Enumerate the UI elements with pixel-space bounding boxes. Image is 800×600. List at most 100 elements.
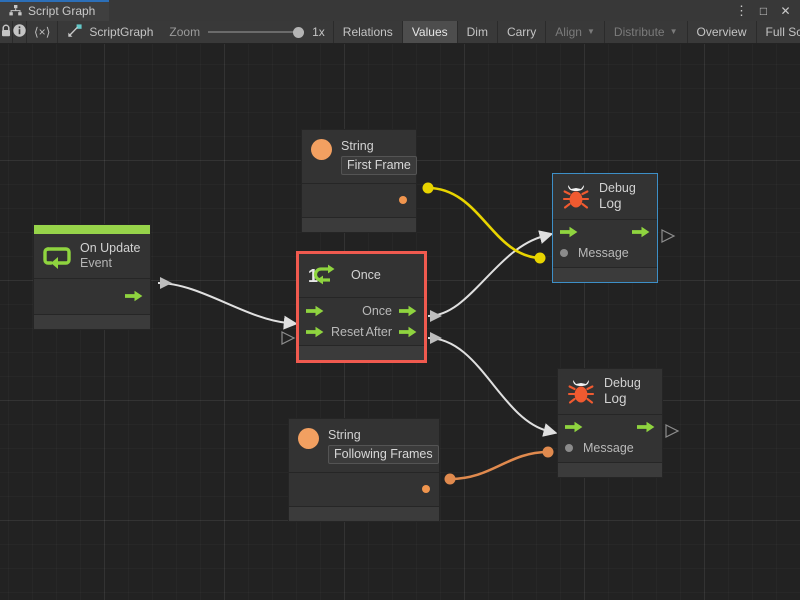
- breadcrumb-button[interactable]: ⟨×⟩: [27, 21, 59, 43]
- node-debug-log-2[interactable]: Debug Log: [557, 368, 663, 478]
- edge-string-following-to-message-2[interactable]: [444, 446, 554, 485]
- string-value-input[interactable]: Following Frames: [328, 444, 439, 464]
- port-arrow-on-update-out: [160, 277, 172, 289]
- node-header: String First Frame: [302, 130, 417, 184]
- node-titles: Once: [351, 268, 381, 283]
- carry-label: Carry: [506, 25, 537, 39]
- values-button[interactable]: Values: [402, 21, 458, 43]
- node-once[interactable]: 1 Once: [296, 251, 427, 363]
- relations-button[interactable]: Relations: [334, 21, 403, 43]
- zoom-label: Zoom: [169, 25, 201, 39]
- distribute-dropdown[interactable]: Distribute ▼: [605, 21, 688, 43]
- close-icon[interactable]: ✕: [780, 3, 791, 18]
- flow-out-port-after[interactable]: After: [366, 325, 417, 339]
- graph-icon: [9, 4, 22, 17]
- node-header: On Update Event: [34, 234, 150, 279]
- port-arrow-debug-1-out: [661, 229, 676, 243]
- distribute-label: Distribute: [613, 25, 665, 39]
- full-screen-button[interactable]: Full Screen: [757, 21, 800, 43]
- flow-out-port[interactable]: [125, 290, 143, 302]
- node-body: Message: [553, 220, 657, 268]
- window-controls: ⋮ □ ✕: [735, 0, 800, 21]
- node-titles: On Update Event: [80, 241, 140, 271]
- flow-out-port-once[interactable]: Once: [362, 304, 417, 318]
- zoom-value: 1x: [312, 25, 325, 39]
- graph-canvas[interactable]: On Update Event: [0, 44, 800, 600]
- port-arrow-after-out: [430, 332, 442, 344]
- port-row-reset-after[interactable]: Reset After: [299, 321, 424, 342]
- edge-once-to-debug-log-1[interactable]: [427, 230, 554, 317]
- message-in-port[interactable]: Message: [560, 246, 629, 260]
- port-row-flow[interactable]: [553, 222, 657, 243]
- edge-string-first-to-message-1[interactable]: [422, 182, 546, 264]
- node-footer: [289, 506, 439, 521]
- node-on-update[interactable]: On Update Event: [33, 224, 151, 330]
- node-title: String: [341, 139, 374, 153]
- graph-name-field[interactable]: ScriptGraph: [58, 21, 165, 43]
- value-out-port[interactable]: [422, 484, 430, 493]
- zoom-slider[interactable]: [208, 26, 305, 38]
- node-header: 1 Once: [299, 254, 424, 298]
- string-value-input[interactable]: First Frame: [341, 155, 417, 175]
- node-footer: [302, 217, 416, 232]
- flow-in-port[interactable]: [560, 226, 578, 238]
- string-value-icon: [298, 428, 319, 449]
- edge-after-to-debug-log-2[interactable]: [427, 337, 558, 437]
- message-in-port[interactable]: Message: [565, 441, 634, 455]
- lock-button[interactable]: [0, 21, 13, 43]
- value-out-port[interactable]: [399, 195, 407, 204]
- port-row-enter-once[interactable]: Once: [299, 300, 424, 321]
- flow-in-port[interactable]: [565, 421, 583, 433]
- edge-on-update-to-once[interactable]: [157, 282, 298, 330]
- node-title: Once: [351, 267, 381, 282]
- info-button[interactable]: [13, 21, 27, 43]
- zoom-control[interactable]: Zoom 1x: [165, 21, 334, 43]
- node-subtitle: Log: [599, 195, 622, 211]
- node-accent-bar: [34, 225, 150, 234]
- overview-button[interactable]: Overview: [688, 21, 757, 43]
- flow-in-port-enter[interactable]: [306, 305, 324, 317]
- port-row-value-out[interactable]: [289, 475, 439, 503]
- flow-out-port[interactable]: [637, 421, 655, 433]
- node-title: On Update: [80, 241, 141, 255]
- node-body: [34, 279, 150, 315]
- port-row-message[interactable]: Message: [553, 243, 657, 264]
- align-label: Align: [555, 25, 582, 39]
- node-title: Debug: [604, 376, 641, 390]
- flow-out-port[interactable]: [632, 226, 650, 238]
- dim-button[interactable]: Dim: [458, 21, 498, 43]
- maximize-icon[interactable]: □: [759, 3, 768, 18]
- node-title: Debug: [599, 181, 636, 195]
- port-label-once: Once: [362, 303, 392, 318]
- port-arrow-reset-in: [281, 331, 296, 345]
- zoom-slider-handle[interactable]: [293, 26, 305, 38]
- info-icon: [13, 24, 26, 40]
- node-titles: String Following Frames: [328, 428, 439, 464]
- graph-name-label: ScriptGraph: [89, 25, 154, 39]
- port-arrow-debug-2-out: [665, 424, 680, 438]
- once-icon: 1: [308, 262, 342, 288]
- tab-script-graph[interactable]: Script Graph: [0, 0, 110, 21]
- port-row-message[interactable]: Message: [558, 438, 662, 459]
- port-row-value-out[interactable]: [302, 186, 416, 214]
- flow-in-port-reset[interactable]: Reset: [306, 325, 364, 339]
- align-dropdown[interactable]: Align ▼: [546, 21, 605, 43]
- node-string-first-frame[interactable]: String First Frame: [301, 129, 417, 233]
- node-subtitle: Log: [604, 390, 627, 406]
- full-screen-label: Full Screen: [765, 25, 800, 39]
- carry-button[interactable]: Carry: [498, 21, 547, 43]
- node-body: Once Reset After: [299, 298, 424, 346]
- node-string-following-frames[interactable]: String Following Frames: [288, 418, 440, 522]
- node-footer: [553, 267, 657, 282]
- port-label-after: After: [365, 324, 392, 339]
- port-row-flow[interactable]: [558, 417, 662, 438]
- port-row-flow-out[interactable]: [34, 281, 150, 311]
- tab-label: Script Graph: [28, 3, 96, 18]
- node-footer: [558, 462, 662, 477]
- overview-label: Overview: [696, 25, 747, 39]
- kebab-menu-icon[interactable]: ⋮: [735, 2, 748, 18]
- breadcrumb-icon: ⟨×⟩: [34, 25, 51, 39]
- svg-text:1: 1: [308, 266, 318, 286]
- string-value-icon: [311, 139, 332, 160]
- node-debug-log-1[interactable]: Debug Log: [552, 173, 658, 283]
